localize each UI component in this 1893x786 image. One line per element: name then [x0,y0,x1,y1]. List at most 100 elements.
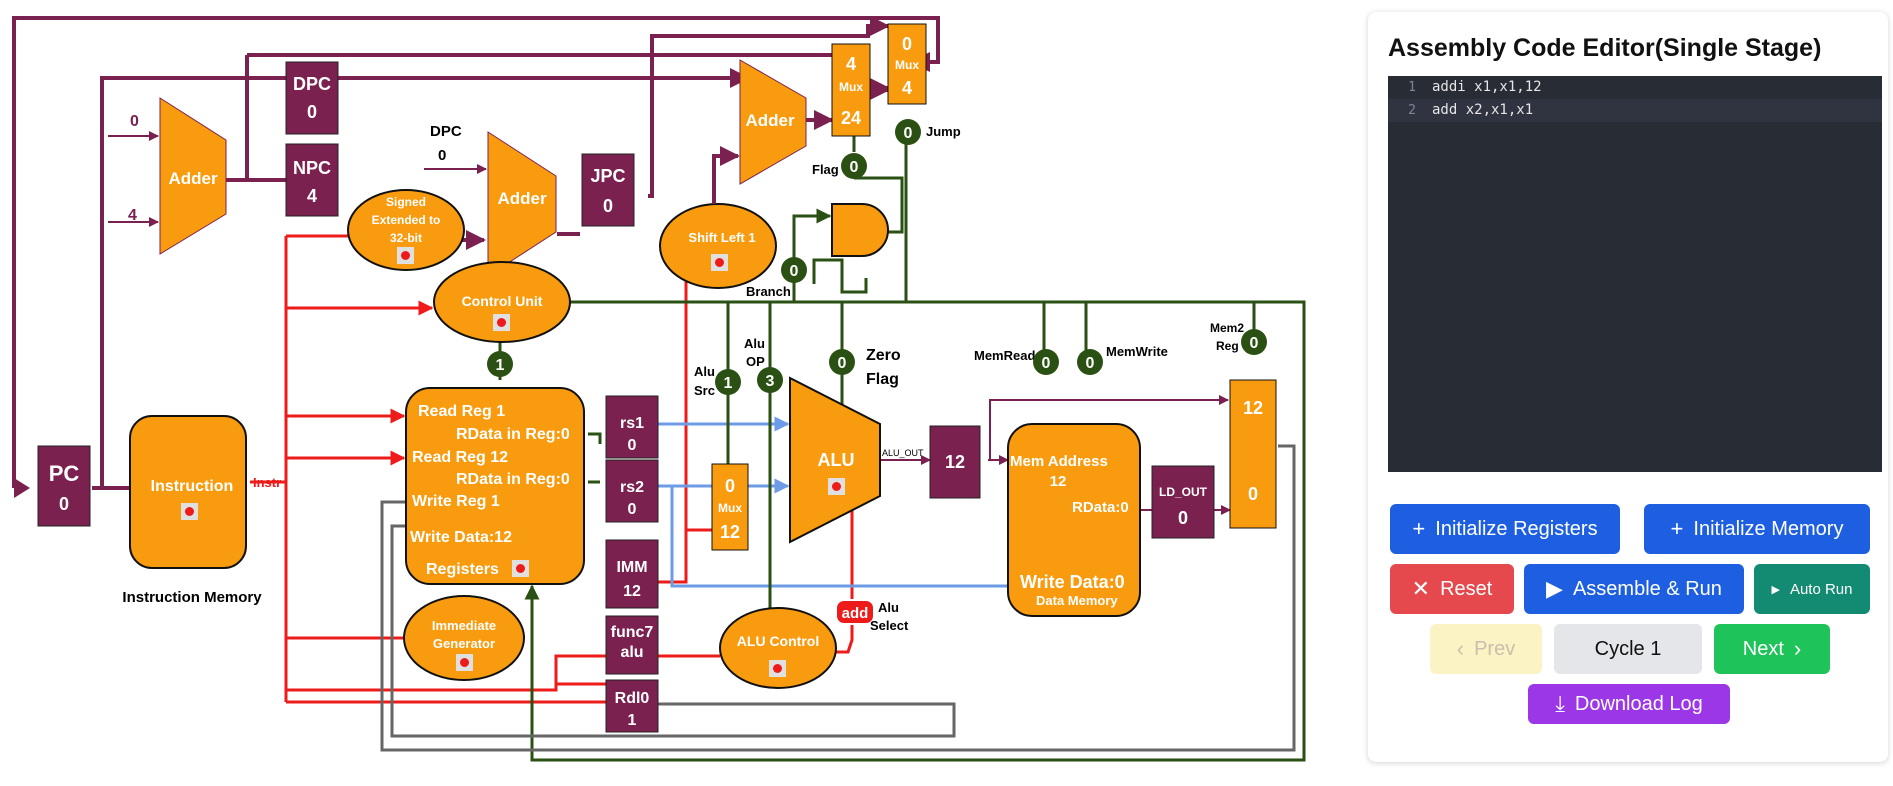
register-file: Read Reg 1 RData in Reg:0 Read Reg 12 RD… [405,387,585,585]
alu-control: ALU Control [719,607,837,689]
reset-label: Reset [1440,577,1493,600]
alu-op-line2: OP [746,354,765,369]
control-unit-label: Control Unit [462,293,543,309]
close-icon: ✕ [1411,576,1431,601]
plus-icon: + [1412,516,1426,541]
mem-address-label: Mem Address [1010,453,1108,470]
cycle-label: Cycle 1 [1594,637,1662,660]
wb-mux-bottom: 0 [1248,484,1258,504]
func7-value: alu [620,644,643,661]
chevron-left-icon: ‹ [1456,636,1465,661]
data-memory: Mem Address 12 RData:0 Write Data:0 Data… [1007,423,1141,617]
imm-value: 12 [623,583,641,600]
datapath-diagram: PC 0 Instruction Instr Instruction Memor… [12,16,1306,762]
alu-src-line1: Alu [694,364,715,379]
auto-run-button[interactable]: ▶ Auto Run [1754,564,1870,614]
mux-branch-top: 4 [846,54,856,74]
code-editor[interactable]: 1 addi x1,x1,12 2 add x2,x1,x1 [1388,76,1882,472]
rs1-label: rs1 [620,415,644,432]
alu-select-line2: Select [870,618,909,633]
prev-label: Prev [1474,637,1516,660]
ld-out-value: 0 [1178,508,1188,528]
initialize-memory-label: Initialize Memory [1693,517,1844,540]
assemble-run-button[interactable]: ▶ Assemble & Run [1524,564,1744,614]
branch-signal: 0 Branch [746,257,807,299]
alu-op-signal: Alu OP 3 [744,336,783,393]
imm-gen-line2: Generator [433,636,495,651]
rs1-box: rs1 0 [605,395,659,459]
imm-label: IMM [616,559,647,576]
dpc-label: DPC [293,74,331,94]
code-line[interactable]: 2 add x2,x1,x1 [1388,99,1882,122]
alu-op-line1: Alu [744,336,765,351]
plus-icon: + [1670,516,1684,541]
mux-jump-top: 0 [902,34,912,54]
mem2reg-value: 0 [1250,335,1259,352]
alu-out-value: 12 [945,452,965,472]
write-reg: Write Reg 1 [412,493,500,510]
mux-jump-bottom: 4 [902,78,912,98]
mem-write-value: 0 [1086,355,1095,372]
sign-extender: Signed Extended to 32-bit [347,189,465,271]
alu-control-label: ALU Control [737,633,819,649]
alu-select-line1: Alu [878,600,899,615]
adder-middle-label: Adder [497,189,547,208]
and-gate [831,203,889,257]
code-text[interactable]: addi x1,x1,12 [1432,79,1542,95]
adder-top-label: Adder [745,111,795,130]
mem-write-data: Write Data:0 [1020,572,1125,592]
play-small-icon: ▶ [1771,583,1780,596]
flag-value: 0 [850,159,859,176]
write-data: Write Data:12 [410,529,512,546]
sign-ext-line2: Extended to [372,213,441,227]
adder-left-label: Adder [168,169,218,188]
next-label: Next [1742,637,1784,660]
mem-address-value: 12 [1050,473,1067,490]
rd-label: Rdl0 [615,690,650,707]
instruction-memory-caption: Instruction Memory [122,589,262,606]
jump-signal: 0 Jump [895,119,961,145]
alu-src-value: 1 [724,375,733,392]
instruction-memory: Instruction Instr Instruction Memory [122,415,281,606]
initialize-memory-button[interactable]: + Initialize Memory [1644,504,1870,554]
imm-box: IMM 12 [605,539,659,609]
next-button[interactable]: Next › [1714,624,1830,674]
jpc-label: JPC [590,166,625,186]
reset-button[interactable]: ✕ Reset [1390,564,1514,614]
chevron-right-icon: › [1793,636,1802,661]
auto-run-label: Auto Run [1789,580,1853,598]
mux-branch: 4 Mux 24 [831,43,871,137]
instruction-label: Instruction [151,478,234,495]
jump-label: Jump [926,124,961,139]
alu-select-badge: add [842,605,869,622]
alu-mux-top: 0 [725,476,735,496]
func7-label: func7 [611,624,654,641]
adder-left: Adder 0 4 [128,97,227,255]
cycle-button[interactable]: Cycle 1 [1554,624,1702,674]
adder-middle: Adder [487,131,557,277]
download-log-button[interactable]: ⤓ Download Log [1528,684,1730,724]
ld-out-label: LD_OUT [1159,485,1208,499]
adder-top: Adder [739,59,807,185]
read-reg2: Read Reg 12 [412,449,508,466]
dpc-register: DPC 0 [285,61,339,135]
line-number: 2 [1408,103,1416,118]
sign-ext-line1: Signed [386,195,426,209]
adder-left-in-bottom: 4 [128,207,137,224]
code-line[interactable]: 1 addi x1,x1,12 [1388,76,1882,99]
data-memory-title: Data Memory [1036,593,1118,608]
code-text[interactable]: add x2,x1,x1 [1432,102,1534,118]
line-number: 1 [1408,80,1416,95]
mem-read-value: 0 [1042,355,1051,372]
npc-label: NPC [293,158,331,178]
control-unit: Control Unit 1 [433,261,571,377]
immediate-generator: Immediate Generator [403,595,525,681]
alu: ALU ALU_OUT [789,376,924,544]
mem-read-label: MemRead [974,348,1035,363]
initialize-registers-button[interactable]: + Initialize Registers [1390,504,1620,554]
prev-button[interactable]: ‹ Prev [1430,624,1542,674]
zero-flag-signal: 0 Zero Flag [829,347,901,388]
mux-branch-label: Mux [839,80,863,94]
green-wires [498,132,1306,762]
adder-left-in-top: 0 [130,113,139,130]
